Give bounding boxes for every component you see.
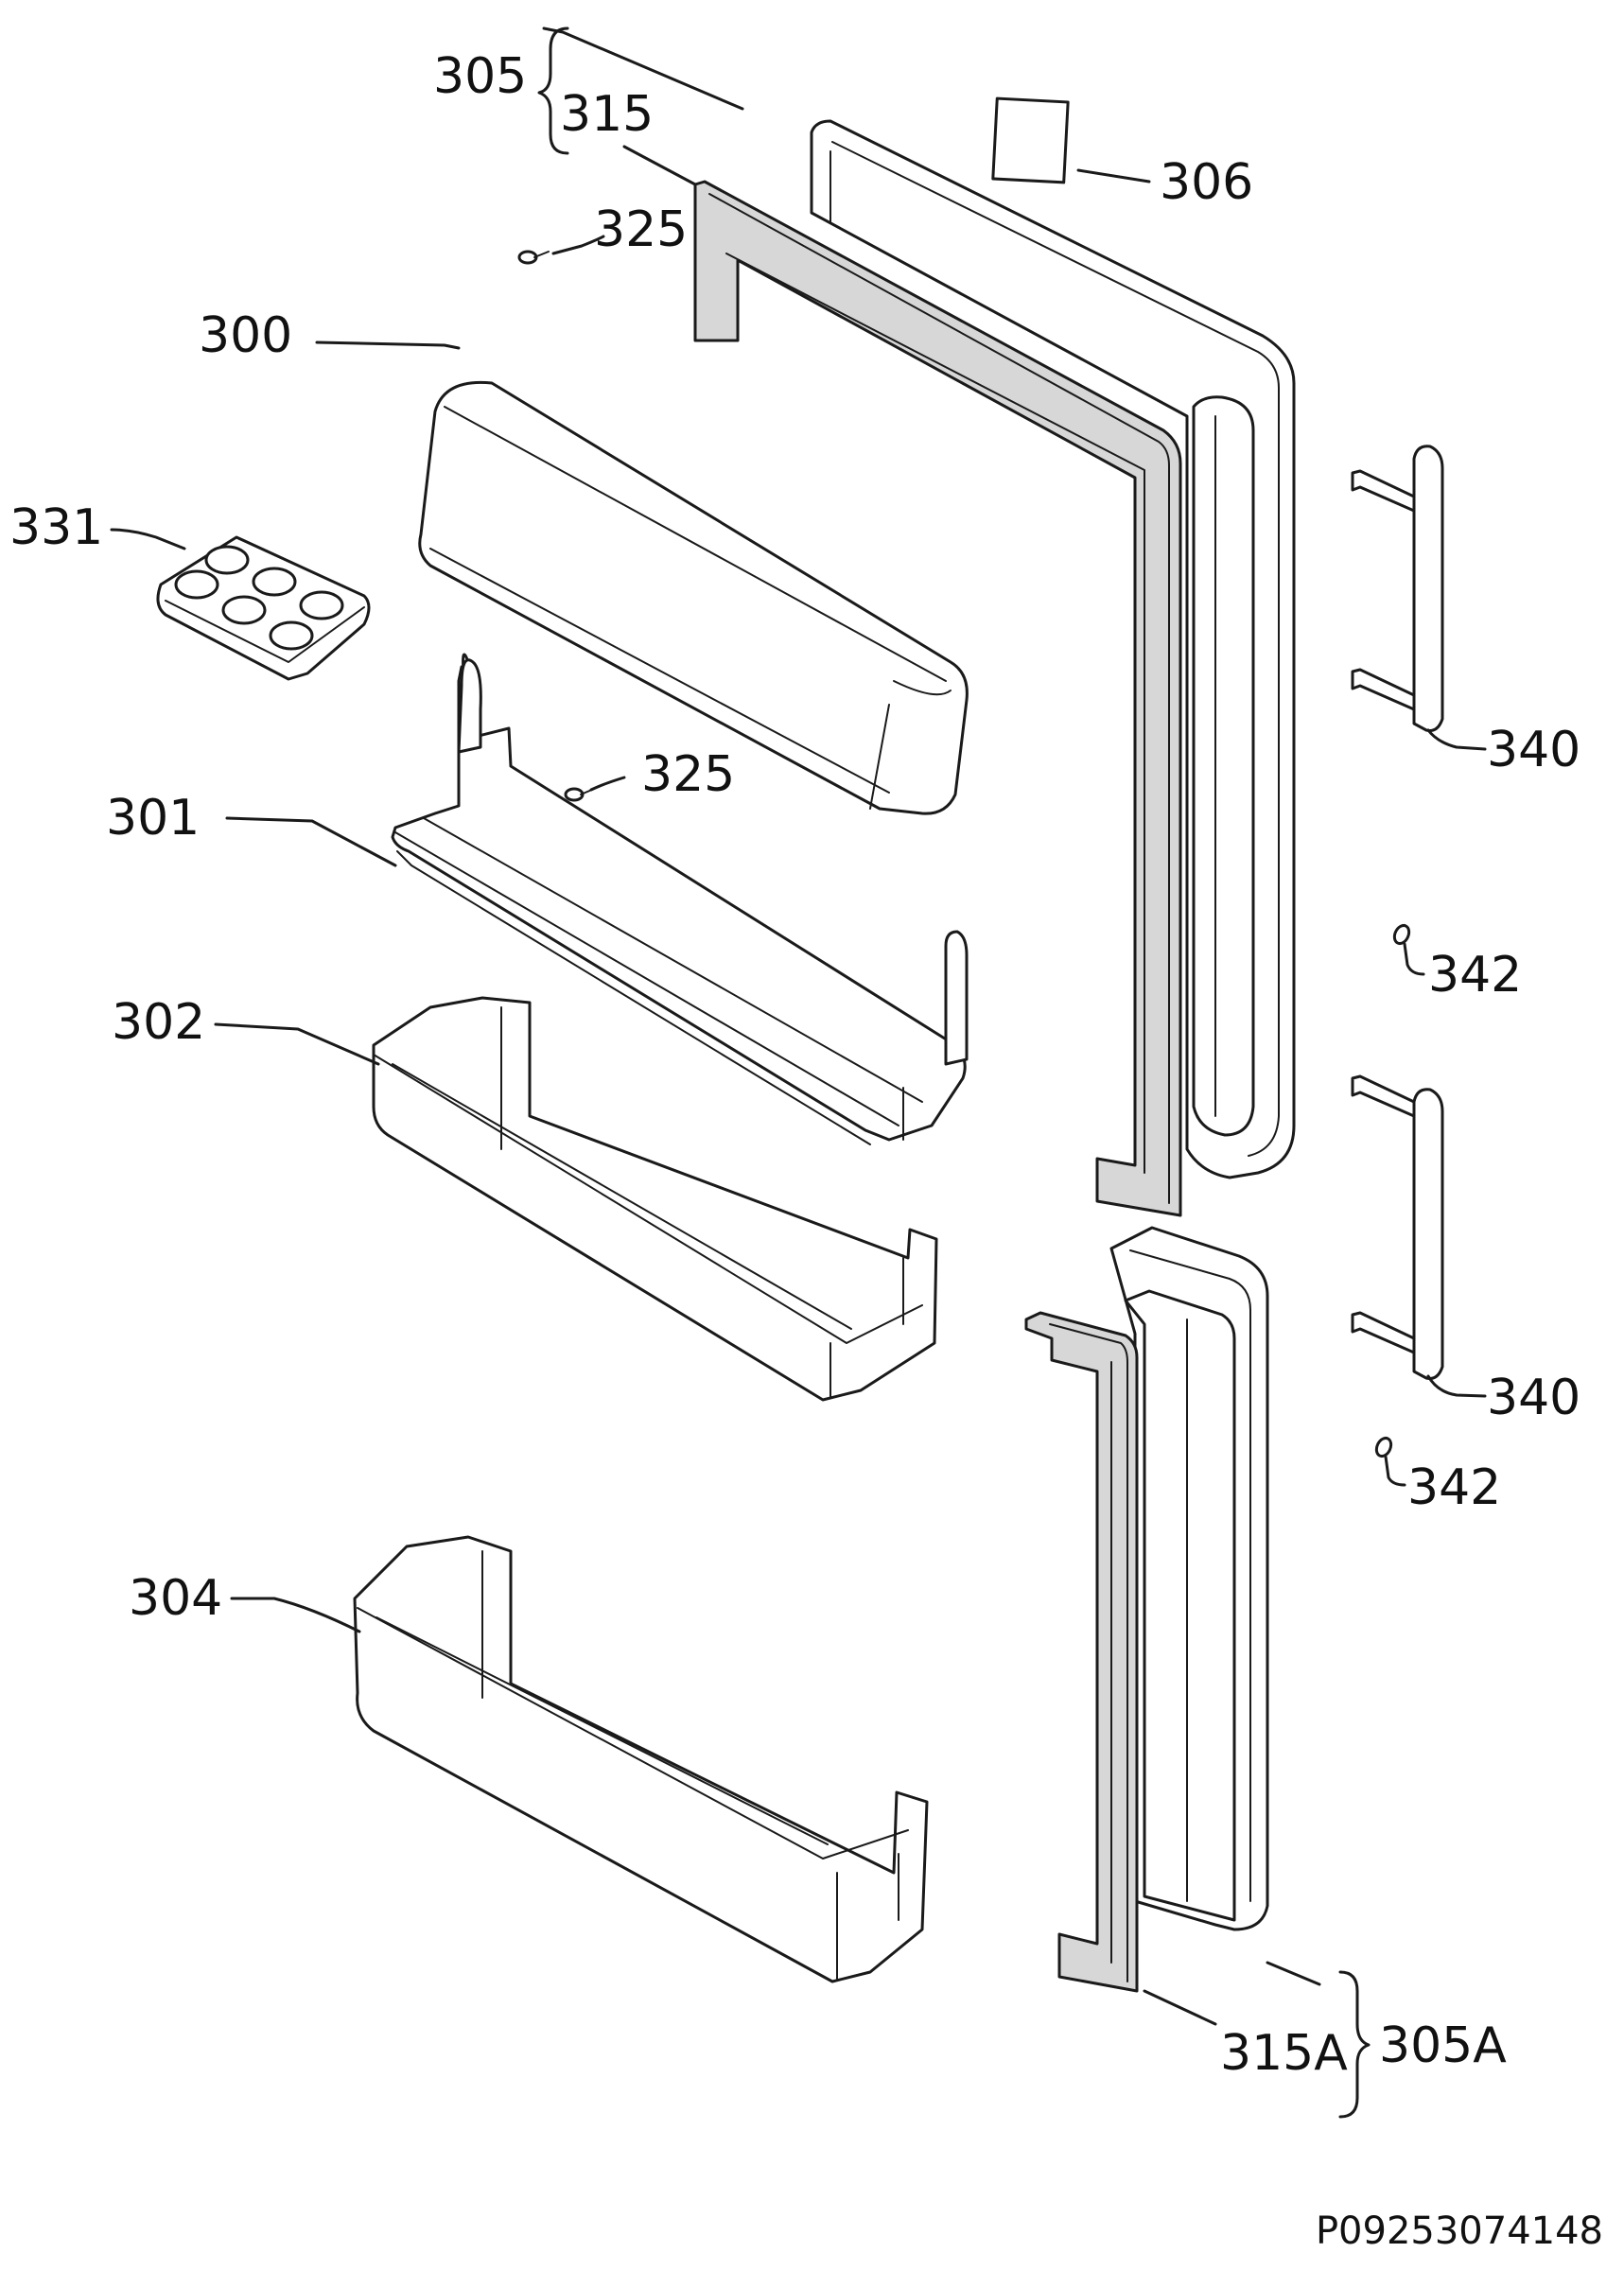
label-305: 305: [433, 48, 527, 105]
label-306: 306: [1160, 154, 1253, 211]
cap-342-upper: [1392, 923, 1411, 946]
label-300: 300: [199, 307, 292, 364]
label-315a: 315A: [1220, 2025, 1348, 2082]
screw-325-lower: [564, 787, 595, 802]
leader-lines: [110, 26, 1487, 2026]
lower-gasket-315a: [1024, 1311, 1139, 1993]
label-315: 315: [560, 86, 654, 143]
label-302: 302: [112, 994, 205, 1051]
upper-gasket-315: [693, 180, 1182, 1217]
upper-door-305: [810, 119, 1296, 1179]
lower-door-305a: [1109, 1226, 1269, 1931]
door-shelf-302: [372, 996, 938, 1402]
egg-tray-331: [156, 535, 371, 681]
label-304: 304: [129, 1570, 222, 1627]
rating-label-306: [991, 96, 1070, 184]
label-340-lower: 340: [1487, 1370, 1580, 1426]
brace-305: [537, 26, 569, 155]
door-shelf-304: [353, 1535, 929, 1983]
label-331: 331: [9, 499, 103, 556]
label-342-upper: 342: [1428, 947, 1522, 1004]
label-301: 301: [106, 790, 200, 847]
callout-labels: 305 315 306 325 300 331 301 325 340 342 …: [9, 48, 1580, 2082]
label-325-upper: 325: [594, 201, 688, 258]
brace-305a: [1338, 1970, 1371, 2119]
handle-340-lower: [1351, 1074, 1444, 1380]
label-342-lower: 342: [1407, 1459, 1501, 1516]
dairy-compartment-300: [418, 380, 969, 815]
label-340-upper: 340: [1487, 722, 1580, 778]
label-305a: 305A: [1379, 2017, 1507, 2074]
handle-340-upper: [1351, 445, 1444, 732]
screw-325-upper: [517, 250, 550, 265]
door-shelf-301: [391, 653, 969, 1145]
label-325-lower: 325: [641, 746, 735, 803]
document-id: P09253074148: [1316, 2209, 1603, 2253]
cap-342-lower: [1374, 1436, 1393, 1458]
